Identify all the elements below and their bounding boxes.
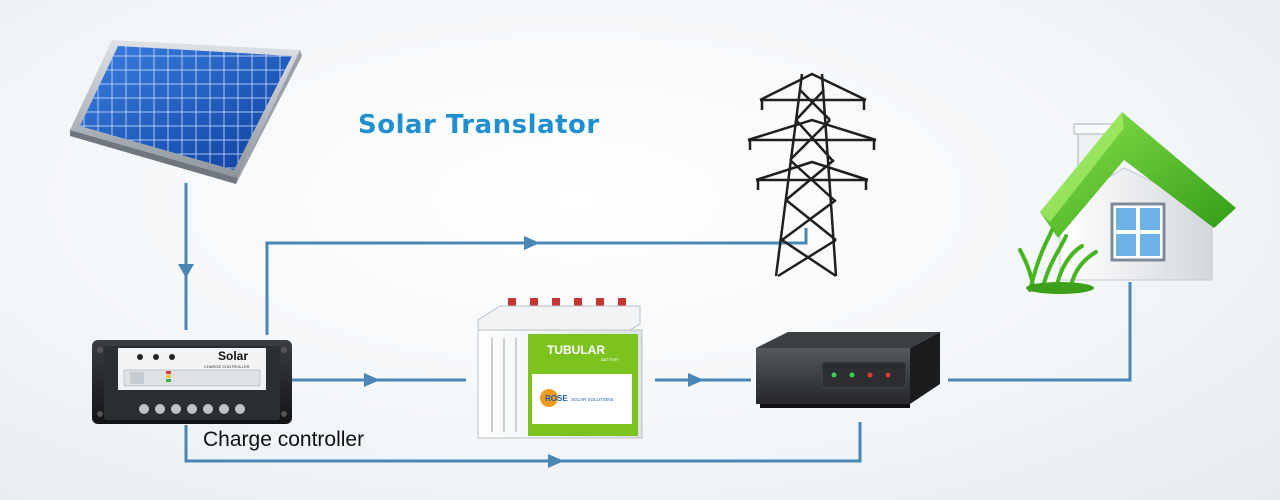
line-controller-to-inverter [184,422,862,463]
connection-lines [184,183,1132,463]
battery-logo-sub-label: SOLAR SOLUTIONS [571,397,614,402]
house-icon [1018,112,1236,294]
transmission-tower-icon [747,72,877,278]
arrow-right-icon [524,236,540,250]
charge-controller-icon: Solar CHARGE CONTROLLER [92,340,292,424]
battery-logo-label: ROSE [545,394,568,403]
arrow-right-icon [548,454,564,468]
battery-brand-label: TUBULAR [547,343,605,357]
page-title: Solar Translator [358,110,600,140]
battery-sub-label: BATTERY [601,357,619,362]
controller-model-label: CHARGE CONTROLLER [204,364,250,369]
solar-panel-icon [70,40,302,184]
line-inverter-to-house [948,282,1132,382]
flow-arrows [178,236,704,468]
battery-icon: TUBULAR BATTERY ROSE SOLAR SOLUTIONS [477,298,643,439]
charge-controller-label: Charge controller [203,428,365,451]
arrow-down-icon [178,264,194,278]
arrow-right-icon [364,373,380,387]
controller-brand-label: Solar [218,349,248,363]
arrow-right-icon [688,373,704,387]
inverter-icon [756,332,940,408]
